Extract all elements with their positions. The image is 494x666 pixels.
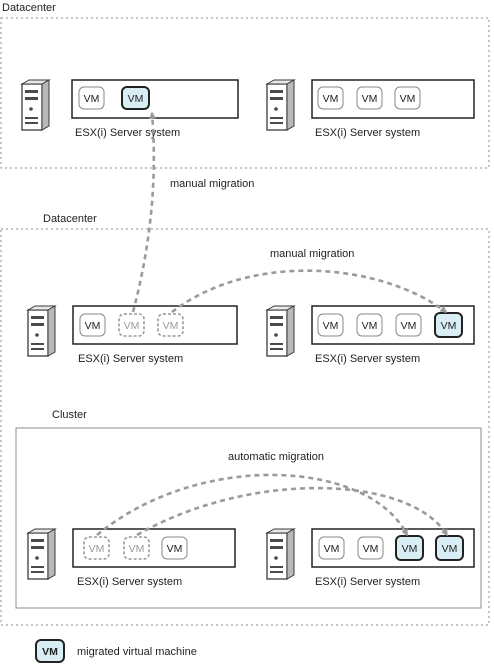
server-host: VM VM VM VM ESX(i) Server system — [266, 528, 475, 588]
server-host: VM VM VM ESX(i) Server system — [27, 528, 236, 588]
host-caption: ESX(i) Server system — [315, 353, 420, 365]
vm-box-ghost[interactable]: VM — [83, 536, 110, 560]
server-host: VM VM ESX(i) Server system — [21, 79, 239, 139]
vm-box[interactable]: VM — [78, 86, 105, 110]
cluster-migration-label: automatic migration — [228, 451, 324, 463]
vm-label: VM — [402, 543, 418, 555]
vm-box[interactable]: VM — [394, 86, 421, 110]
vm-label: VM — [363, 543, 379, 555]
vm-label: VM — [323, 93, 339, 105]
cluster-title: Cluster — [52, 409, 87, 421]
datacenter-bottom-title: Datacenter — [43, 213, 97, 225]
migration-arrow-cross-datacenter — [131, 111, 156, 313]
migration-arrow-automatic — [136, 486, 449, 537]
vm-box[interactable]: VM — [318, 536, 345, 560]
vm-label: VM — [324, 543, 340, 555]
host-caption: ESX(i) Server system — [315, 127, 420, 139]
server-tower-icon — [21, 79, 50, 131]
vm-box[interactable]: VM — [356, 313, 383, 337]
vm-label: VM — [401, 320, 417, 332]
vm-box[interactable]: VM — [357, 536, 384, 560]
datacenter-top-title: Datacenter — [2, 2, 56, 14]
server-tower-icon — [27, 528, 56, 580]
host-caption: ESX(i) Server system — [315, 576, 420, 588]
between-migration-label: manual migration — [170, 178, 254, 190]
host-caption: ESX(i) Server system — [75, 127, 180, 139]
cluster-frame — [15, 427, 482, 609]
server-tower-icon — [266, 305, 295, 357]
datacenter-bottom-frame — [0, 228, 490, 626]
vm-box-migrated[interactable]: VM — [121, 86, 150, 110]
vm-box-ghost[interactable]: VM — [118, 313, 145, 337]
vm-box-ghost[interactable]: VM — [123, 536, 150, 560]
vm-label: VM — [124, 320, 140, 332]
vm-box-migrated[interactable]: VM — [434, 312, 463, 338]
legend-badge: VM — [35, 639, 65, 663]
vm-label: VM — [85, 320, 101, 332]
host-box — [72, 528, 236, 568]
datacenter-top-frame — [0, 17, 490, 169]
vm-label: VM — [84, 93, 100, 105]
migration-arrow-manual — [171, 269, 448, 314]
vm-label: VM — [129, 543, 145, 555]
vm-label: VM — [362, 93, 378, 105]
datacenter-bottom: Datacenter manual migration VM VM VM ESX… — [0, 213, 490, 626]
server-host: VM VM VM ESX(i) Server system — [266, 79, 475, 139]
vm-box-ghost[interactable]: VM — [157, 313, 184, 337]
vm-box-migrated[interactable]: VM — [395, 535, 424, 561]
vm-label: VM — [128, 93, 144, 105]
vm-label: VM — [442, 543, 458, 555]
server-tower-icon — [27, 305, 56, 357]
vm-box[interactable]: VM — [79, 313, 106, 337]
host-caption: ESX(i) Server system — [77, 576, 182, 588]
vm-label: VM — [163, 320, 179, 332]
vm-box[interactable]: VM — [317, 86, 344, 110]
vm-label: VM — [89, 543, 105, 555]
vm-label: VM — [167, 543, 183, 555]
server-tower-icon — [266, 528, 295, 580]
vm-label: VM — [441, 320, 457, 332]
vm-box[interactable]: VM — [356, 86, 383, 110]
vm-box[interactable]: VM — [395, 313, 422, 337]
datacenter-migration-label: manual migration — [270, 248, 354, 260]
server-host: VM VM VM VM ESX(i) Server system — [266, 305, 475, 365]
datacenter-top: Datacenter VM VM ESX(i) Server system VM — [0, 2, 490, 169]
legend-badge-label: VM — [42, 646, 58, 658]
vm-box[interactable]: VM — [161, 536, 188, 560]
vm-box[interactable]: VM — [317, 313, 344, 337]
legend-text: migrated virtual machine — [77, 646, 197, 658]
cluster: Cluster automatic migration VM VM VM — [15, 409, 482, 609]
legend: VM migrated virtual machine — [35, 639, 197, 663]
vm-label: VM — [400, 93, 416, 105]
server-tower-icon — [266, 79, 295, 131]
vm-label: VM — [362, 320, 378, 332]
migration-arrow-automatic — [96, 473, 409, 537]
host-caption: ESX(i) Server system — [78, 353, 183, 365]
server-host: VM VM VM ESX(i) Server system — [27, 305, 238, 365]
vm-label: VM — [323, 320, 339, 332]
vm-box-migrated[interactable]: VM — [435, 535, 464, 561]
